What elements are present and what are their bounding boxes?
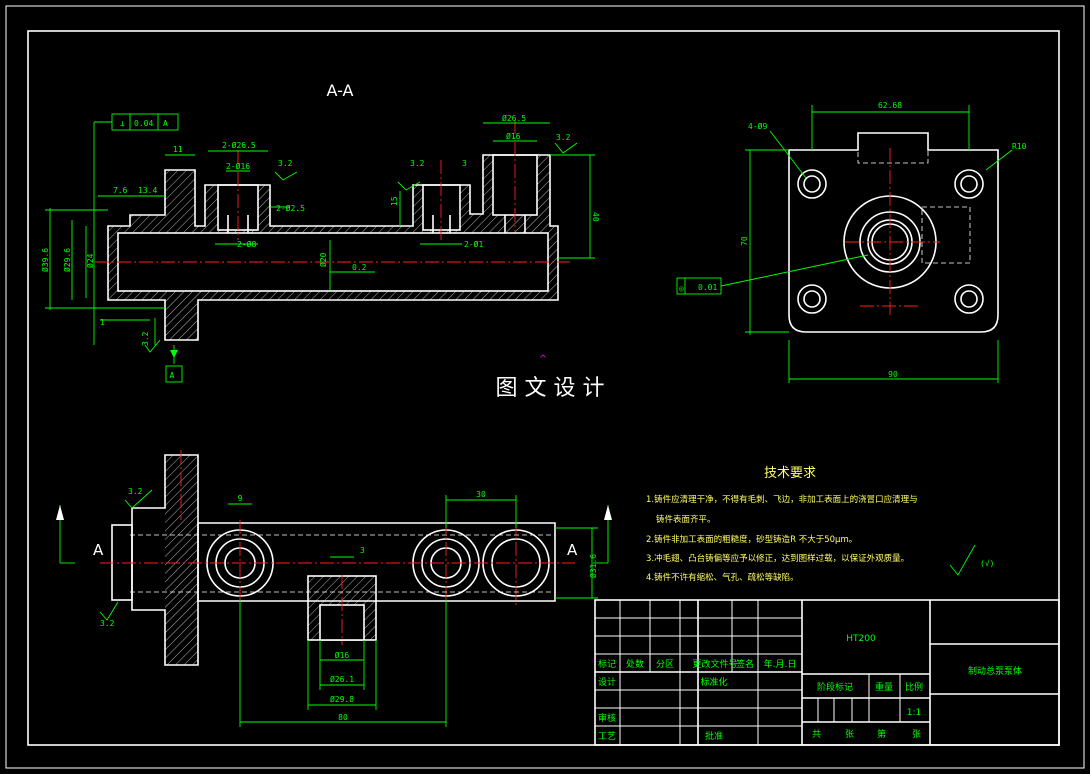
header-change: 更改文件号 [692, 658, 737, 670]
dim-4-9: 4-Ø9 [748, 121, 767, 131]
dim-31-6: Ø31.6 [588, 554, 598, 578]
sheet-no: 第 [877, 728, 886, 740]
review-label: 审核 [598, 712, 616, 724]
stage-label: 阶段标记 [817, 681, 853, 693]
header-sign: 签名 [736, 658, 754, 670]
scale-value: 1:1 [907, 708, 921, 718]
dim-80: 80 [338, 713, 348, 722]
tech-item-3: 3.冲毛翅、凸台铸偏等应予以修正，达到图样过载，以保证外观质量。 [646, 553, 909, 564]
dim-2-1: 2-Ø1 [464, 239, 483, 249]
perp-value: 0.04 [134, 119, 153, 128]
dim-15: 15 [390, 196, 399, 206]
dim-62-68: 62.68 [878, 101, 902, 110]
dim-39-6: Ø39.6 [40, 248, 50, 272]
section-marker-right: A [567, 541, 578, 559]
dim-11: 11 [173, 145, 183, 154]
dim-70: 70 [740, 236, 749, 246]
dim-29-6: Ø29.6 [62, 248, 72, 272]
dim-16-plan: Ø16 [335, 650, 350, 660]
header-count: 处数 [626, 658, 644, 670]
dim-2-26-5: 2-Ø26.5 [222, 140, 256, 150]
header-zone: 分区 [656, 659, 674, 670]
dim-16: Ø16 [506, 131, 521, 141]
dim-1: 1 [100, 318, 105, 327]
dim-24: Ø24 [85, 253, 95, 268]
rough-3-2a: 3.2 [278, 159, 293, 168]
dim-29-8: Ø29.8 [330, 694, 354, 704]
dim-90: 90 [888, 370, 898, 379]
svg-text:^: ^ [539, 354, 547, 365]
dim-3: 3 [462, 159, 467, 168]
dim-20: Ø20 [318, 252, 328, 267]
dim-2-8: 2-Ø8 [237, 239, 256, 249]
technical-requirements: 技术要求 1.铸件应清理干净，不得有毛刺、飞边，非加工表面上的浇冒口应清理与 铸… [646, 466, 994, 583]
section-marker-left: A [93, 541, 104, 559]
dim-26-5: Ø26.5 [502, 113, 526, 123]
header-mark: 标记 [598, 658, 616, 670]
title-block: HT200 制动总泵泵体 标记 处数 分区 更改文件号 签名 年.月.日 设计 … [594, 599, 1060, 746]
dim-40: 40 [591, 212, 600, 222]
section-view: A-A [40, 81, 600, 383]
watermark-text: 图 文 设 计 [496, 376, 605, 401]
sheets-unit1: 张 [845, 729, 854, 740]
end-view: 62.68 4-Ø9 R10 70 90 ◎ 0.01 [676, 101, 1027, 383]
design-label: 设计 [598, 676, 616, 688]
dim-r10: R10 [1012, 142, 1027, 151]
rough-3-2c: 3.2 [556, 133, 571, 142]
scale-label: 比例 [905, 681, 923, 693]
dim-2-2-5: 2-Ø2.5 [276, 203, 305, 213]
header-date: 年.月.日 [764, 658, 797, 670]
dim-13-4: 13.4 [138, 186, 157, 195]
dim-3-plan: 3 [360, 546, 365, 555]
outer-border [5, 5, 1085, 769]
weight-label: 重量 [875, 681, 893, 693]
datum-label: A [170, 371, 175, 380]
dim-2-16: 2-Ø16 [226, 161, 250, 171]
roughness-symbol: (√) [980, 559, 994, 568]
material-text: HT200 [846, 634, 876, 644]
tech-item-2: 2.铸件非加工表面的粗糙度，砂型铸造R 不大于50μm。 [646, 534, 857, 545]
plan-view: A A 9 30 3 Ø31.6 Ø16 Ø26.1 Ø29.8 80 3.2 … [56, 450, 612, 727]
approve-label: 批准 [705, 730, 723, 742]
dim-9: 9 [238, 494, 243, 503]
rough-3-2d: 3.2 [141, 331, 150, 346]
rough-3-2b: 3.2 [410, 159, 425, 168]
perp-datum: A [163, 119, 168, 128]
dim-26-1: Ø26.1 [330, 674, 354, 684]
conc-symbol: ◎ [679, 284, 684, 293]
tech-item-1b: 铸件表面齐平。 [656, 514, 716, 525]
tech-item-4: 4.铸件不许有缩松、气孔、疏松等缺陷。 [646, 572, 799, 583]
dim-30: 30 [476, 490, 486, 499]
tech-item-1: 1.铸件应清理干净，不得有毛刺、飞边，非加工表面上的浇冒口应清理与 [646, 494, 918, 505]
drawing-frame [27, 30, 1060, 746]
process-label: 工艺 [598, 731, 616, 742]
rough-plan-a: 3.2 [128, 487, 143, 496]
rough-plan-b: 3.2 [100, 619, 115, 628]
sheets-unit2: 张 [912, 729, 921, 740]
perp-symbol: ⊥ [120, 119, 125, 128]
tech-title: 技术要求 [764, 466, 816, 481]
dim-7-6: 7.6 [113, 186, 128, 195]
section-title: A-A [327, 81, 354, 100]
dim-0-2: 0.2 [352, 263, 367, 272]
standardize-label: 标准化 [700, 676, 727, 688]
sheets-total: 共 [812, 729, 821, 740]
conc-value: 0.01 [698, 283, 717, 292]
part-name: 制动总泵泵体 [968, 665, 1022, 677]
